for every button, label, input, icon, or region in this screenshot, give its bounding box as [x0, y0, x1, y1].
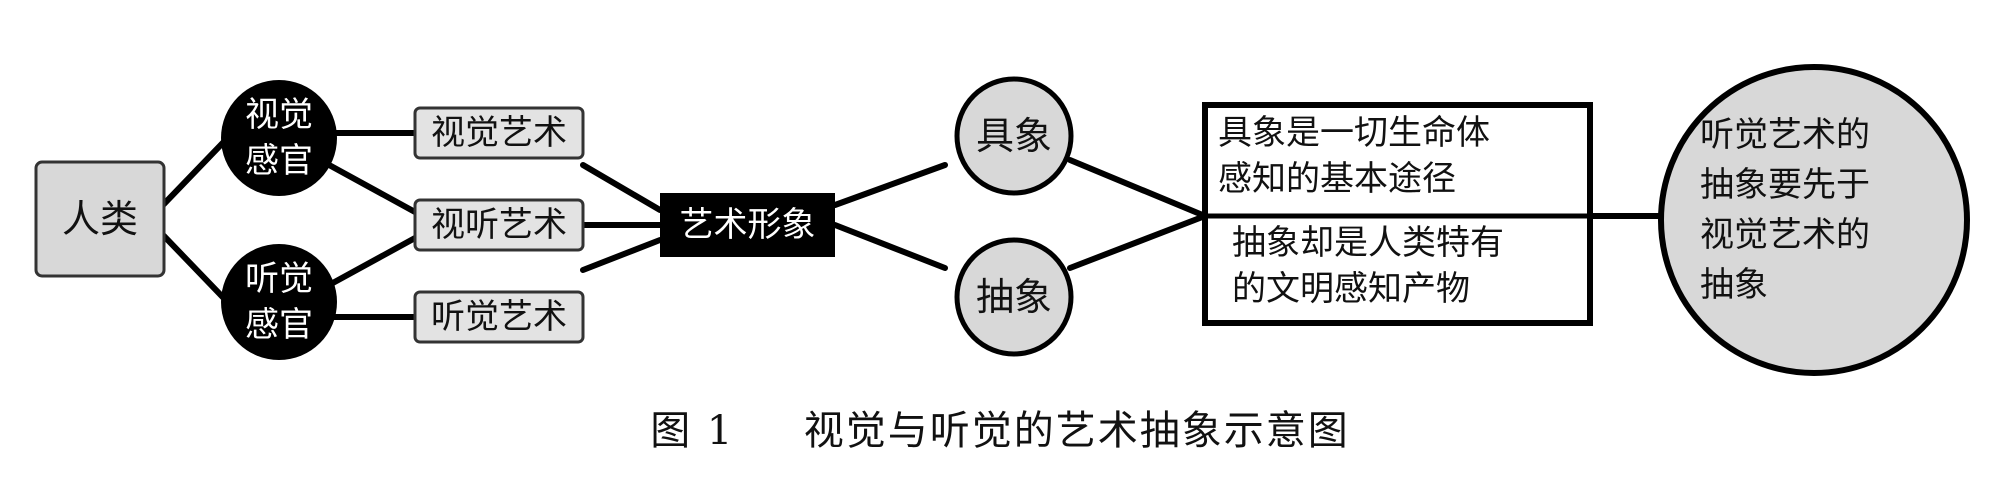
concrete-label: 具象 [975, 114, 1052, 158]
human-box [34, 160, 166, 278]
edge-visual-art-art-image [580, 162, 663, 213]
edge-abstract-desc [1067, 213, 1208, 271]
conclusion-line4: 抽象 [1700, 265, 1768, 305]
edge-visual-sense-audiovisual-art [317, 157, 418, 215]
visual-sense-line2: 感官 [245, 141, 313, 181]
conclusion-line1: 听觉艺术的 [1700, 115, 1870, 155]
figure-caption: 图 1 视觉与听觉的艺术抽象示意图 [0, 398, 2000, 456]
edge-art-image-abstract [832, 222, 948, 271]
visual-sense-line1: 视觉 [245, 95, 313, 135]
conclusion-line2: 抽象要先于 [1700, 165, 1870, 205]
edge-auditory-sense-audiovisual-art [317, 235, 418, 293]
visual-art-box [413, 106, 585, 160]
caption-label: 图 1 [650, 408, 735, 454]
auditory-sense-line1: 听觉 [245, 259, 313, 299]
conclusion-line3: 视觉艺术的 [1700, 215, 1870, 255]
concrete-circle [954, 76, 1074, 196]
concrete-desc-line1: 具象是一切生命体 [1218, 113, 1490, 153]
edge-art-image-concrete [832, 162, 948, 208]
abstract-circle [954, 237, 1074, 357]
auditory-sense-line2: 感官 [245, 305, 313, 345]
abstract-desc-line2: 的文明感知产物 [1232, 269, 1470, 309]
audiovisual-art-box [413, 198, 585, 252]
abstract-desc-text: 抽象却是人类特有 的文明感知产物 [1232, 220, 1587, 320]
art-image-label: 艺术形象 [679, 205, 816, 245]
conclusion-text: 听觉艺术的 抽象要先于 视觉艺术的 抽象 [1700, 110, 1940, 322]
visual-sense-circle [221, 80, 337, 196]
auditory-sense-label: 听觉 感官 [221, 244, 337, 360]
visual-art-label: 视觉艺术 [431, 113, 567, 153]
visual-sense-label: 视觉 感官 [221, 80, 337, 196]
audiovisual-art-label: 视听艺术 [431, 205, 567, 245]
abstract-label: 抽象 [975, 275, 1052, 319]
auditory-art-box [413, 290, 585, 344]
concrete-desc-line2: 感知的基本途径 [1218, 159, 1456, 199]
concrete-desc-text: 具象是一切生命体 感知的基本途径 [1218, 110, 1583, 212]
abstract-desc-line1: 抽象却是人类特有 [1232, 223, 1504, 263]
art-image-box [660, 193, 835, 257]
edge-concrete-desc [1067, 157, 1208, 219]
conclusion-circle [1658, 64, 1970, 376]
auditory-sense-circle [221, 244, 337, 360]
human-label: 人类 [61, 197, 138, 241]
caption-text: 视觉与听觉的艺术抽象示意图 [803, 408, 1350, 454]
edge-auditory-art-art-image [580, 237, 663, 273]
auditory-art-label: 听觉艺术 [431, 297, 567, 337]
